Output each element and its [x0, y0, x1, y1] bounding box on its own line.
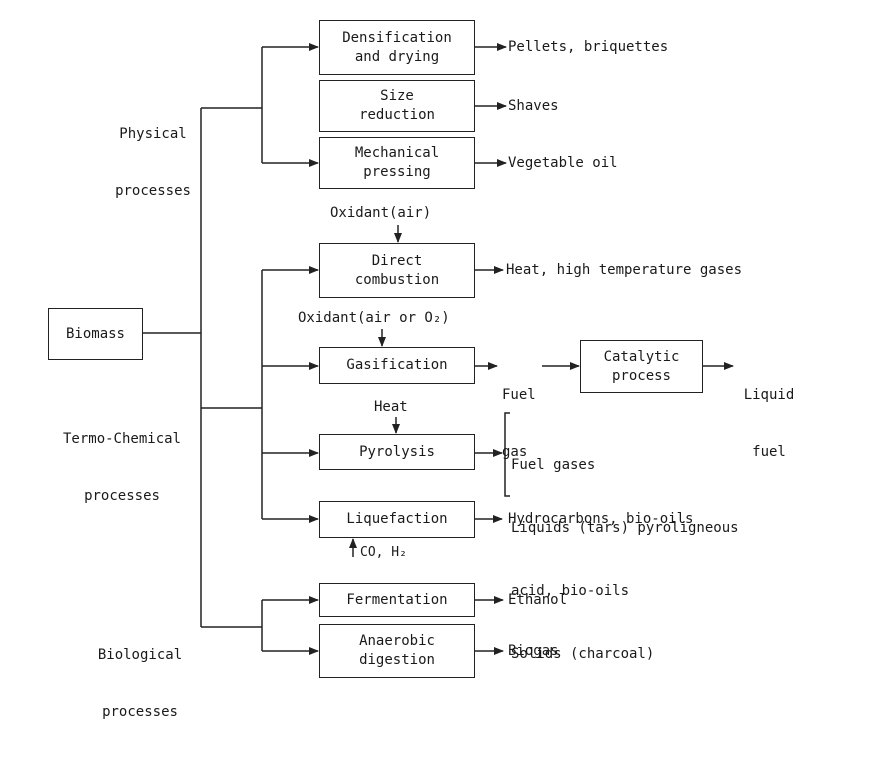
fermentation-box: Fermentation: [319, 583, 475, 617]
liquid-fuel-line1: Liquid: [743, 387, 795, 403]
densification-box: Densification and drying: [319, 20, 475, 75]
oxidant-air-o2-input: Oxidant(air or O₂): [298, 310, 450, 326]
hydrocarbons-output: Hydrocarbons, bio-oils: [508, 511, 694, 527]
biogas-output: Biogas: [508, 643, 559, 659]
fuel-gas-line1: Fuel: [502, 387, 536, 403]
biological-label-line1: Biological: [97, 647, 183, 663]
biological-label-line2: processes: [102, 704, 178, 720]
size-reduction-line2: reduction: [359, 107, 435, 123]
biomass-box: Biomass: [48, 308, 143, 360]
co-h2-input: CO, H₂: [360, 545, 407, 560]
densification-line2: and drying: [354, 48, 440, 65]
anaerobic-digestion-box: Anaerobic digestion: [319, 624, 475, 678]
gasification-label: Gasification: [346, 357, 448, 373]
direct-combustion-line1: Direct: [371, 252, 423, 269]
physical-processes-label: Physical processes: [78, 87, 228, 239]
catalytic-process-box: Catalytic process: [580, 340, 703, 393]
heat-input: Heat: [374, 399, 408, 415]
liquid-fuel-line2: fuel: [752, 444, 786, 460]
thermo-chemical-processes-label: Termo-Chemical processes: [42, 392, 202, 544]
vegetable-oil-output: Vegetable oil: [508, 155, 618, 171]
size-reduction-line1: Size: [380, 88, 414, 104]
pyrolysis-product-liquids: Liquids (tars) pyroligneous: [511, 520, 739, 536]
biomass-label: Biomass: [65, 325, 125, 342]
mechanical-pressing-box: Mechanical pressing: [319, 137, 475, 189]
ethanol-output: Ethanol: [508, 592, 568, 608]
fuel-gas-output: Fuel gas: [502, 348, 536, 500]
oxidant-air-input: Oxidant(air): [330, 205, 432, 221]
shaves-output: Shaves: [508, 98, 559, 114]
mechanical-pressing-line2: pressing: [363, 164, 431, 180]
direct-combustion-line2: combustion: [354, 271, 440, 288]
gasification-box: Gasification: [319, 347, 475, 384]
mechanical-pressing-line1: Mechanical: [354, 145, 440, 161]
liquefaction-box: Liquefaction: [319, 501, 475, 538]
liquefaction-label: Liquefaction: [346, 511, 448, 527]
size-reduction-box: Size reduction: [319, 80, 475, 132]
anaerobic-line2: digestion: [359, 652, 435, 668]
connectors: [143, 43, 734, 655]
liquid-fuel-output: Liquid fuel: [733, 348, 805, 500]
pyrolysis-products: Fuel gases Liquids (tars) pyroligneous a…: [511, 413, 739, 707]
pellets-output: Pellets, briquettes: [508, 39, 669, 55]
densification-line1: Densification: [342, 29, 452, 46]
catalytic-line1: Catalytic: [603, 348, 680, 365]
heat-gases-output: Heat, high temperature gases: [506, 262, 743, 278]
biological-processes-label: Biological processes: [70, 608, 210, 760]
physical-label-line2: processes: [115, 183, 191, 199]
fermentation-label: Fermentation: [346, 591, 448, 608]
thermo-label-line2: processes: [84, 488, 160, 504]
fuel-gas-line2: gas: [502, 444, 528, 460]
pyrolysis-box: Pyrolysis: [319, 434, 475, 470]
biomass-conversion-diagram: Biomass Physical processes Termo-Chemica…: [42, 20, 805, 720]
pyrolysis-product-acid: acid, bio-oils: [511, 583, 630, 599]
thermo-label-line1: Termo-Chemical: [62, 431, 181, 447]
pyrolysis-products-bracket: [504, 412, 510, 497]
pyrolysis-label: Pyrolysis: [359, 443, 435, 460]
pyrolysis-product-fuel-gases: Fuel gases: [511, 457, 596, 473]
catalytic-line2: process: [611, 367, 671, 384]
pyrolysis-product-solids: Solids (charcoal): [511, 646, 655, 662]
anaerobic-line1: Anaerobic: [359, 633, 435, 649]
physical-label-line1: Physical: [119, 126, 187, 142]
direct-combustion-box: Direct combustion: [319, 243, 475, 298]
